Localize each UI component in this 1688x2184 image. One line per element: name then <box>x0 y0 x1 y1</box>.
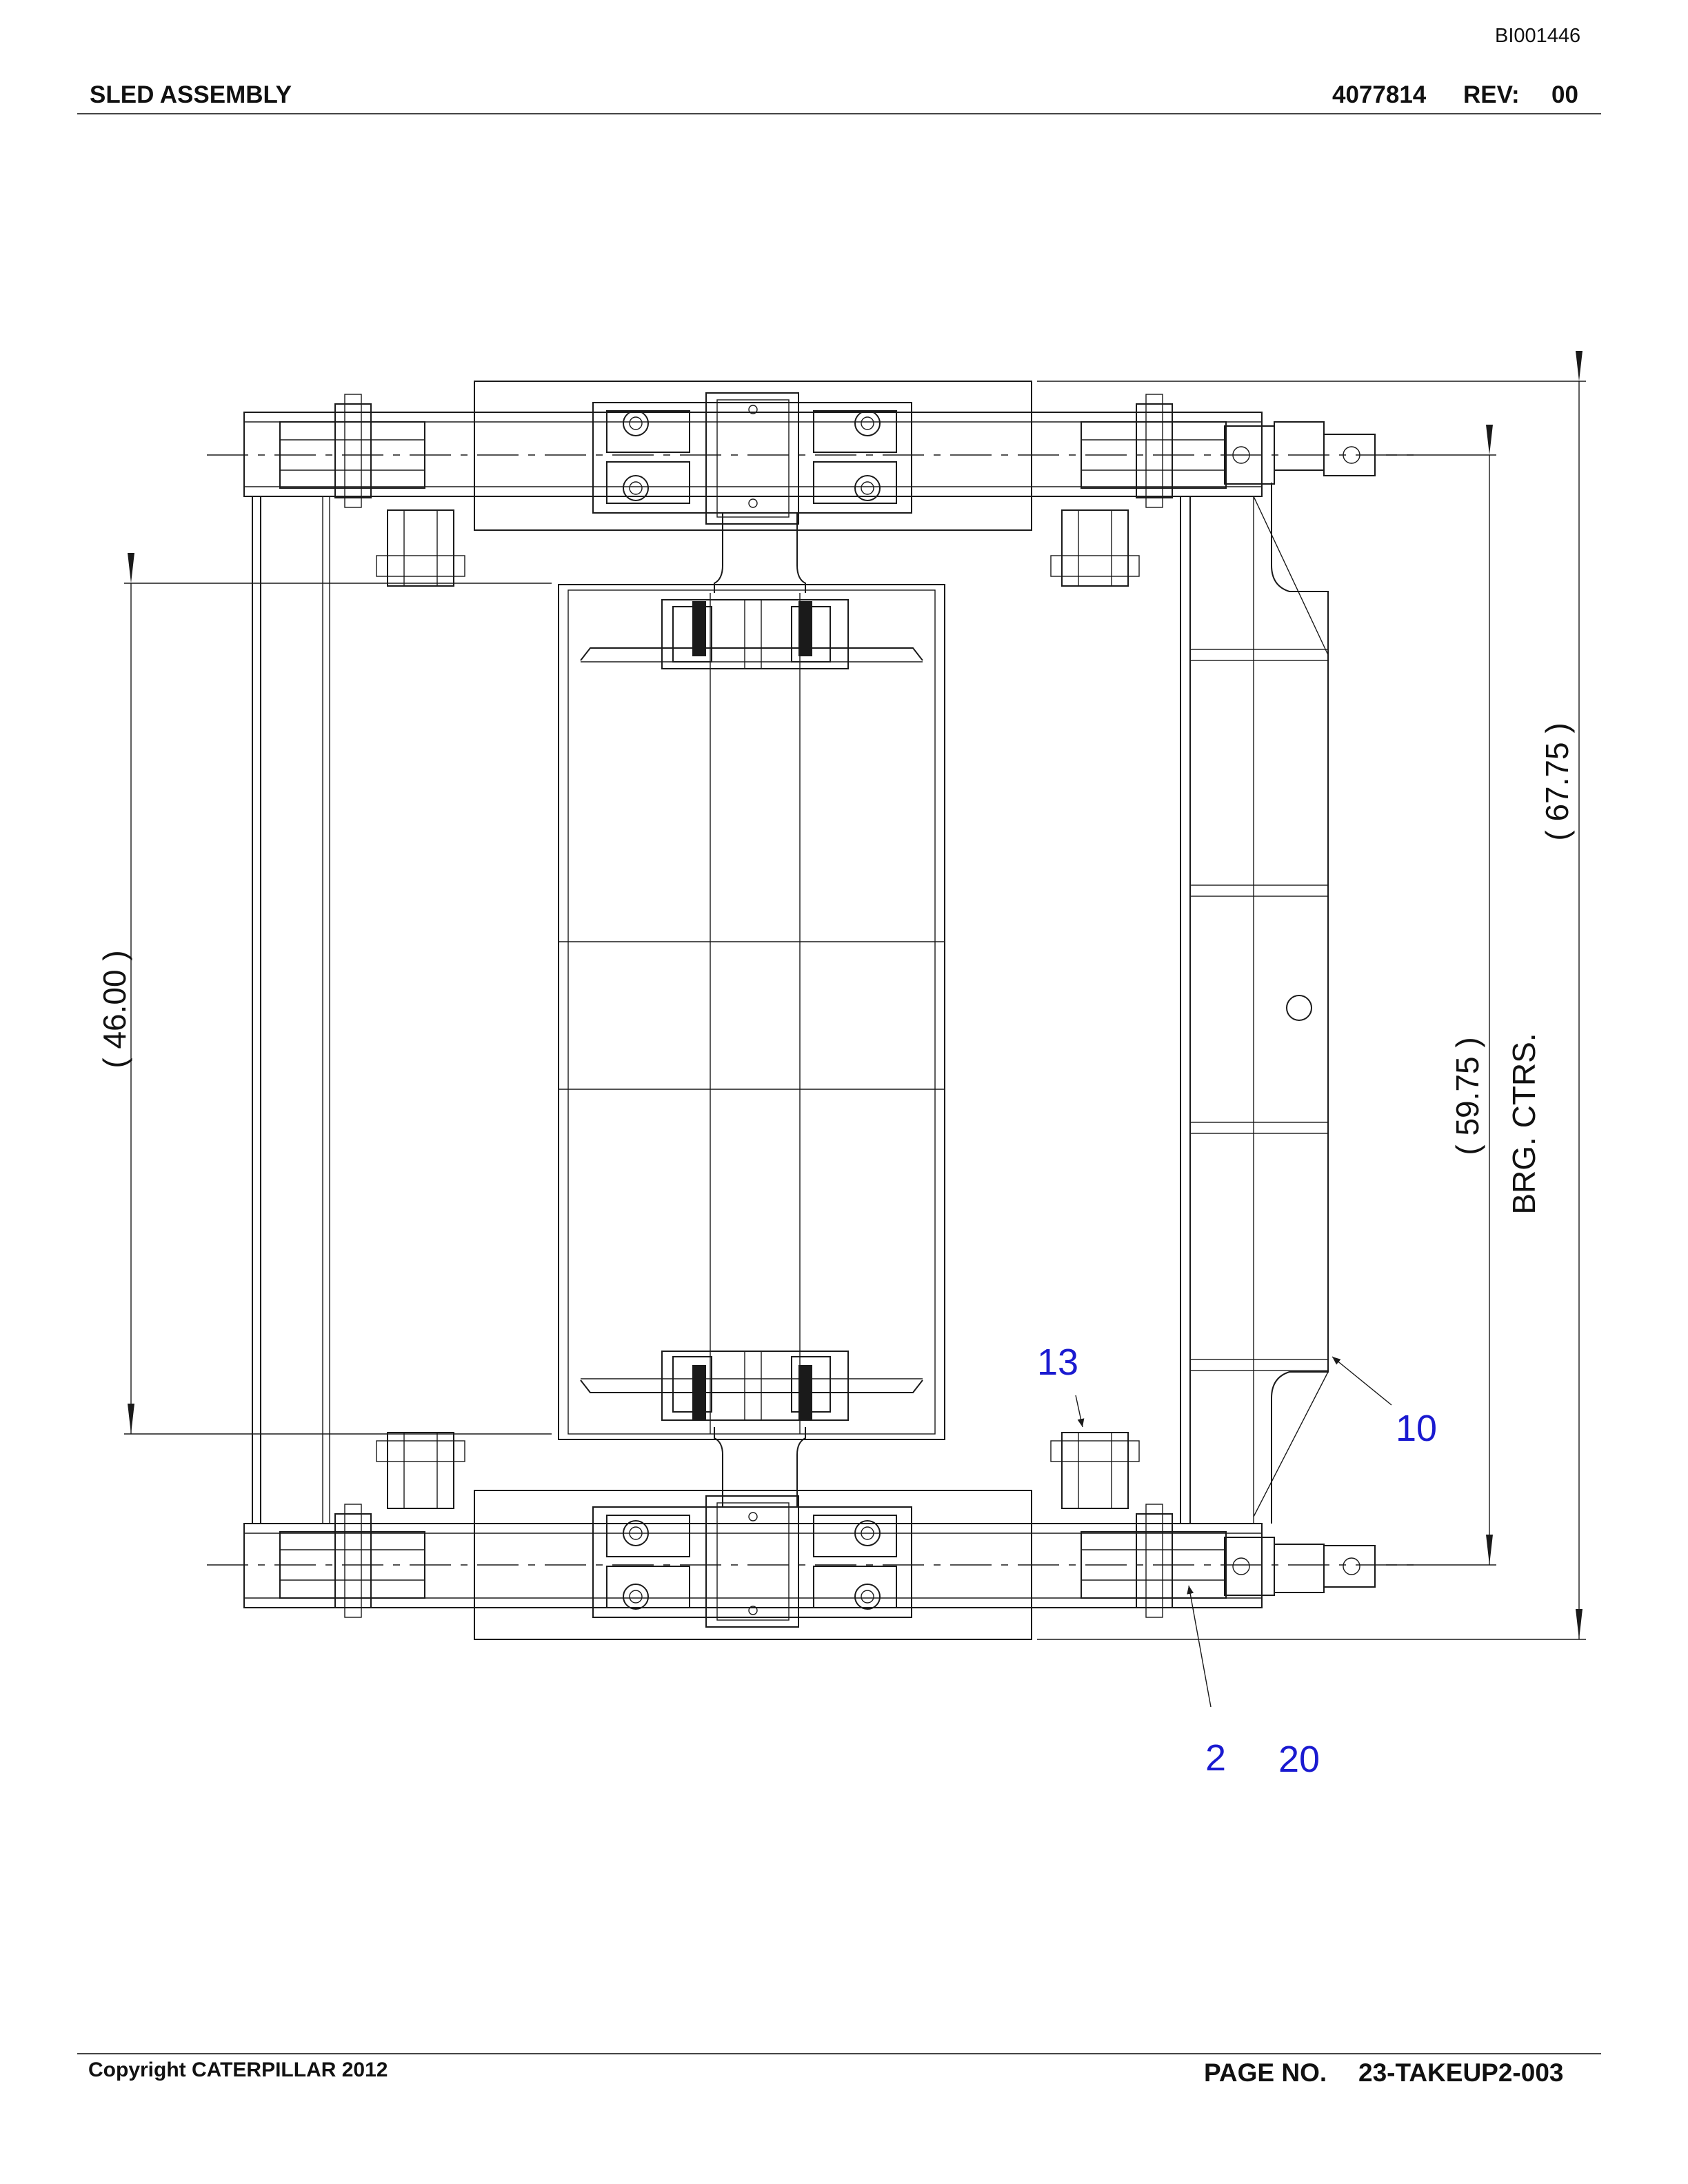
revision-value: 00 <box>1551 81 1578 108</box>
callouts: 13 10 2 20 <box>1037 1342 1437 1780</box>
dimension-46: ( 46.00 ) <box>97 553 552 1435</box>
revision-label: REV: <box>1463 81 1520 108</box>
callout-20: 20 <box>1278 1739 1320 1780</box>
drawing-title: SLED ASSEMBLY <box>90 81 292 108</box>
bearing-centers-label: BRG. CTRS. <box>1506 1033 1542 1214</box>
left-side-rail <box>252 496 330 1524</box>
page-number-label: PAGE NO. <box>1204 2059 1327 2087</box>
dimension-67-75-label: ( 67.75 ) <box>1539 722 1575 840</box>
bottom-carrier-bar <box>207 1490 1414 1640</box>
dimension-59-75-label: ( 59.75 ) <box>1449 1037 1485 1155</box>
callout-10: 10 <box>1396 1408 1437 1449</box>
center-shaft <box>714 513 806 1507</box>
callout-13: 13 <box>1037 1342 1078 1383</box>
dimension-67-75: ( 67.75 ) <box>1037 351 1586 1640</box>
top-carrier-bar <box>207 381 1414 531</box>
header-rule <box>77 113 1601 114</box>
roller-guides <box>376 509 1140 1509</box>
dimension-46-label: ( 46.00 ) <box>97 950 132 1068</box>
document-id: BI001446 <box>1495 25 1581 47</box>
footer-rule <box>77 2053 1601 2054</box>
callout-2: 2 <box>1205 1737 1226 1779</box>
right-side-frame <box>1180 483 1329 1524</box>
pulley-drum <box>558 584 945 1440</box>
part-number: 4077814 <box>1332 81 1427 108</box>
copyright-text: Copyright CATERPILLAR 2012 <box>88 2059 388 2081</box>
page-number-value: 23-TAKEUP2-003 <box>1358 2059 1564 2087</box>
dimension-59-75: ( 59.75 ) BRG. CTRS. <box>1386 425 1542 1566</box>
